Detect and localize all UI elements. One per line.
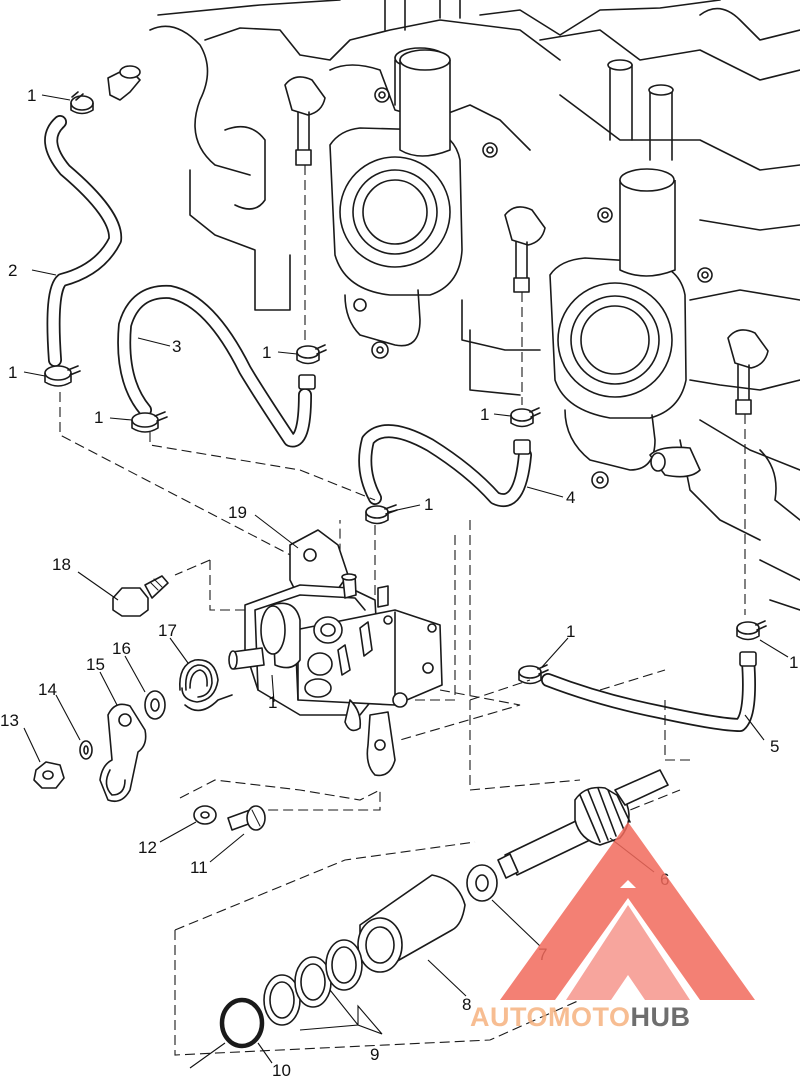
gear-shaft-6 xyxy=(497,769,669,879)
callout-8: 8 xyxy=(462,995,471,1014)
washer-16 xyxy=(144,690,166,720)
clamp-center-2 xyxy=(510,407,541,455)
svg-text:AUTOMOTOHUB: AUTOMOTOHUB xyxy=(470,1002,691,1032)
sleeve-8 xyxy=(357,874,466,973)
hose-4 xyxy=(358,424,532,508)
nut-13 xyxy=(33,761,65,789)
callout-15: 15 xyxy=(86,655,105,674)
clamp-left-2 xyxy=(131,411,168,433)
callout-1: 1 xyxy=(268,693,277,712)
screw-11 xyxy=(227,805,266,831)
callout-9: 9 xyxy=(370,1045,379,1064)
engine-block xyxy=(149,0,800,611)
watermark-text-part1: AUTOMOTO xyxy=(470,1002,631,1032)
callout-10: 10 xyxy=(272,1061,291,1078)
callout-1: 1 xyxy=(94,408,103,427)
callout-14: 14 xyxy=(38,680,57,699)
washer-12 xyxy=(193,805,217,825)
hose-5 xyxy=(541,653,756,732)
callout-19: 19 xyxy=(228,503,247,522)
callout-1: 1 xyxy=(424,495,433,514)
callout-13: 13 xyxy=(0,711,19,730)
callout-1: 1 xyxy=(566,622,575,641)
callout-1: 1 xyxy=(789,653,798,672)
clamp-pump-top xyxy=(365,504,398,525)
watermark-text-part2: HUB xyxy=(631,1002,691,1032)
callout-1: 1 xyxy=(262,343,271,362)
clamp-top xyxy=(70,65,141,115)
automotohub-watermark: AUTOMOTOHUB xyxy=(470,822,755,1032)
lever-15 xyxy=(99,703,147,803)
callout-11: 11 xyxy=(190,858,208,877)
callout-12: 12 xyxy=(138,838,157,857)
hose-2 xyxy=(44,115,123,367)
hose-3 xyxy=(117,284,312,448)
fuel-pump xyxy=(228,529,443,777)
callout-1: 1 xyxy=(8,363,17,382)
callout-4: 4 xyxy=(566,488,575,507)
bolt-18 xyxy=(112,575,169,617)
clamp-left-1 xyxy=(44,365,81,387)
rings-9 xyxy=(263,939,363,1026)
callout-5: 5 xyxy=(770,737,779,756)
callout-18: 18 xyxy=(52,555,71,574)
callout-2: 2 xyxy=(8,261,17,280)
clamp-right-2 xyxy=(736,620,767,667)
callout-1: 1 xyxy=(27,86,36,105)
watermark-logo-icon xyxy=(500,822,755,1000)
callout-16: 16 xyxy=(112,639,131,658)
washer-14 xyxy=(79,740,93,760)
washer-7 xyxy=(466,864,498,902)
callout-3: 3 xyxy=(172,337,181,356)
spring-17 xyxy=(178,659,233,712)
callout-1: 1 xyxy=(480,405,489,424)
callout-17: 17 xyxy=(158,621,177,640)
o-ring-10 xyxy=(219,997,265,1049)
clamp-center-1 xyxy=(296,344,327,390)
